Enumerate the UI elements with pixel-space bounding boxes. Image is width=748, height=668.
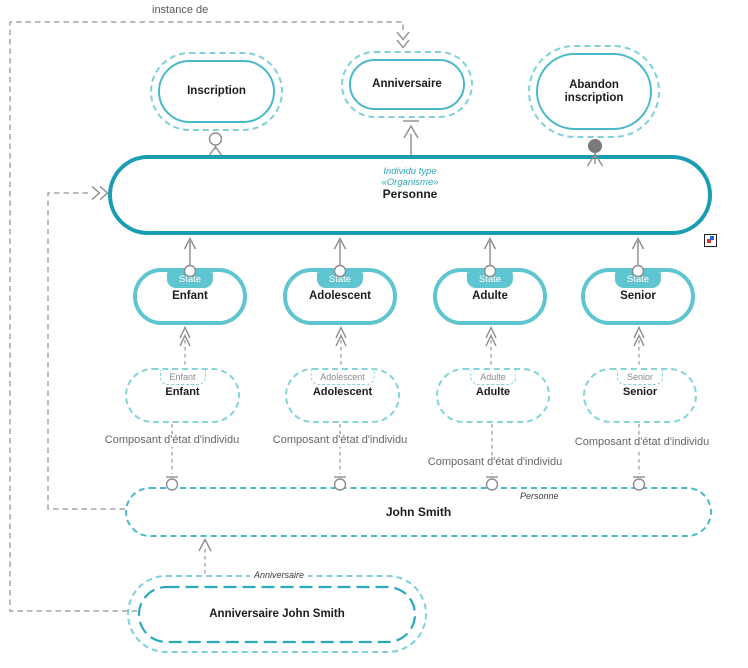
state-name: Enfant [172,290,208,302]
state-tab: State [316,272,364,288]
node-state-senior[interactable]: State Senior [581,268,695,325]
instance-name: Anniversaire John Smith [209,608,345,620]
inscription-actor-icon[interactable] [208,132,223,156]
component-tab: Enfant [159,370,206,385]
state-name: Adolescent [309,290,371,302]
node-anniversaire-john-smith[interactable]: Anniversaire John Smith [127,575,427,653]
personne-name: Personne [382,187,438,201]
node-abandon-inscription-body: Abandon inscription [536,53,652,130]
edge-component-state-2[interactable] [335,325,347,368]
node-anniversaire-body: Anniversaire [349,59,465,110]
instance-type-label: Personne [520,491,559,501]
instance-type-label: Anniversaire [250,570,309,580]
component-name: Senior [622,386,658,398]
state-tab: State [466,272,514,288]
node-label: Anniversaire [372,78,442,90]
node-anniversaire[interactable]: Anniversaire [341,51,473,118]
component-caption: Composant d'état d'individu [410,456,580,469]
node-state-adolescent[interactable]: State Adolescent [283,268,397,325]
content-indicator-icon[interactable] [704,234,717,247]
edge-annivjs-johnsmith[interactable] [198,537,212,575]
personne-stereotype: «Organisme» [381,177,439,188]
node-inscription[interactable]: Inscription [150,52,283,131]
red-dot [707,239,711,243]
instance-de-label: instance de [152,4,209,16]
component-caption: Composant d'état d'individu [557,436,727,449]
component-tab: Adolescent [310,370,375,385]
node-inscription-body: Inscription [158,60,275,123]
node-component-enfant[interactable]: Enfant Enfant [125,368,240,423]
component-name: Enfant [165,386,200,398]
node-component-senior[interactable]: Senior Senior [583,368,697,423]
edge-component-state-4[interactable] [633,325,645,368]
edge-component-state-3[interactable] [485,325,497,368]
component-tab: Adulte [470,370,516,385]
blue-dot [710,236,714,240]
node-label: Abandon inscription [564,78,624,104]
state-name: Adulte [472,290,508,302]
edge-personne-anniversaire[interactable] [403,120,419,155]
personne-type-line: Individu type [383,166,437,177]
node-state-enfant[interactable]: State Enfant [133,268,247,325]
node-abandon-inscription[interactable]: Abandon inscription [528,45,660,138]
state-name: Senior [620,290,656,302]
node-label: Inscription [187,85,246,97]
node-component-adulte[interactable]: Adulte Adulte [436,368,550,423]
edge-component-johnsmith-4[interactable] [632,424,646,491]
component-caption: Composant d'état d'individu [255,434,425,447]
node-personne-text: Individu type «Organisme» Personne [112,166,708,201]
node-state-adulte[interactable]: State Adulte [433,268,547,325]
node-component-adolescent[interactable]: Adolescent Adolescent [285,368,400,423]
node-john-smith[interactable]: Personne John Smith [125,487,712,537]
edge-instance-de-personne[interactable] [47,185,125,510]
component-name: Adulte [475,386,511,398]
component-name: Adolescent [312,386,373,398]
component-tab: Senior [616,370,664,385]
state-tab: State [614,272,662,288]
state-tab: State [166,272,214,288]
edge-component-state-1[interactable] [179,325,191,368]
component-caption: Composant d'état d'individu [87,434,257,447]
node-personne[interactable]: Individu type «Organisme» Personne [108,155,712,235]
instance-name: John Smith [385,505,452,519]
